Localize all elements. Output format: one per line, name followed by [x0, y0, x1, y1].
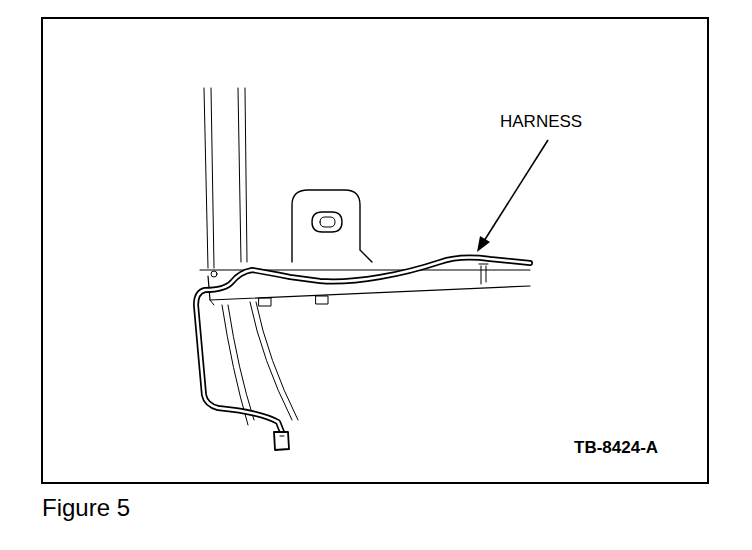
figure-code: TB-8424-A — [574, 438, 658, 458]
figure-frame — [42, 18, 708, 483]
leader-arrow — [477, 140, 548, 252]
wiring-harness — [196, 258, 530, 450]
figure-caption: Figure 5 — [42, 494, 130, 522]
part-name: HARNESS — [500, 112, 582, 132]
